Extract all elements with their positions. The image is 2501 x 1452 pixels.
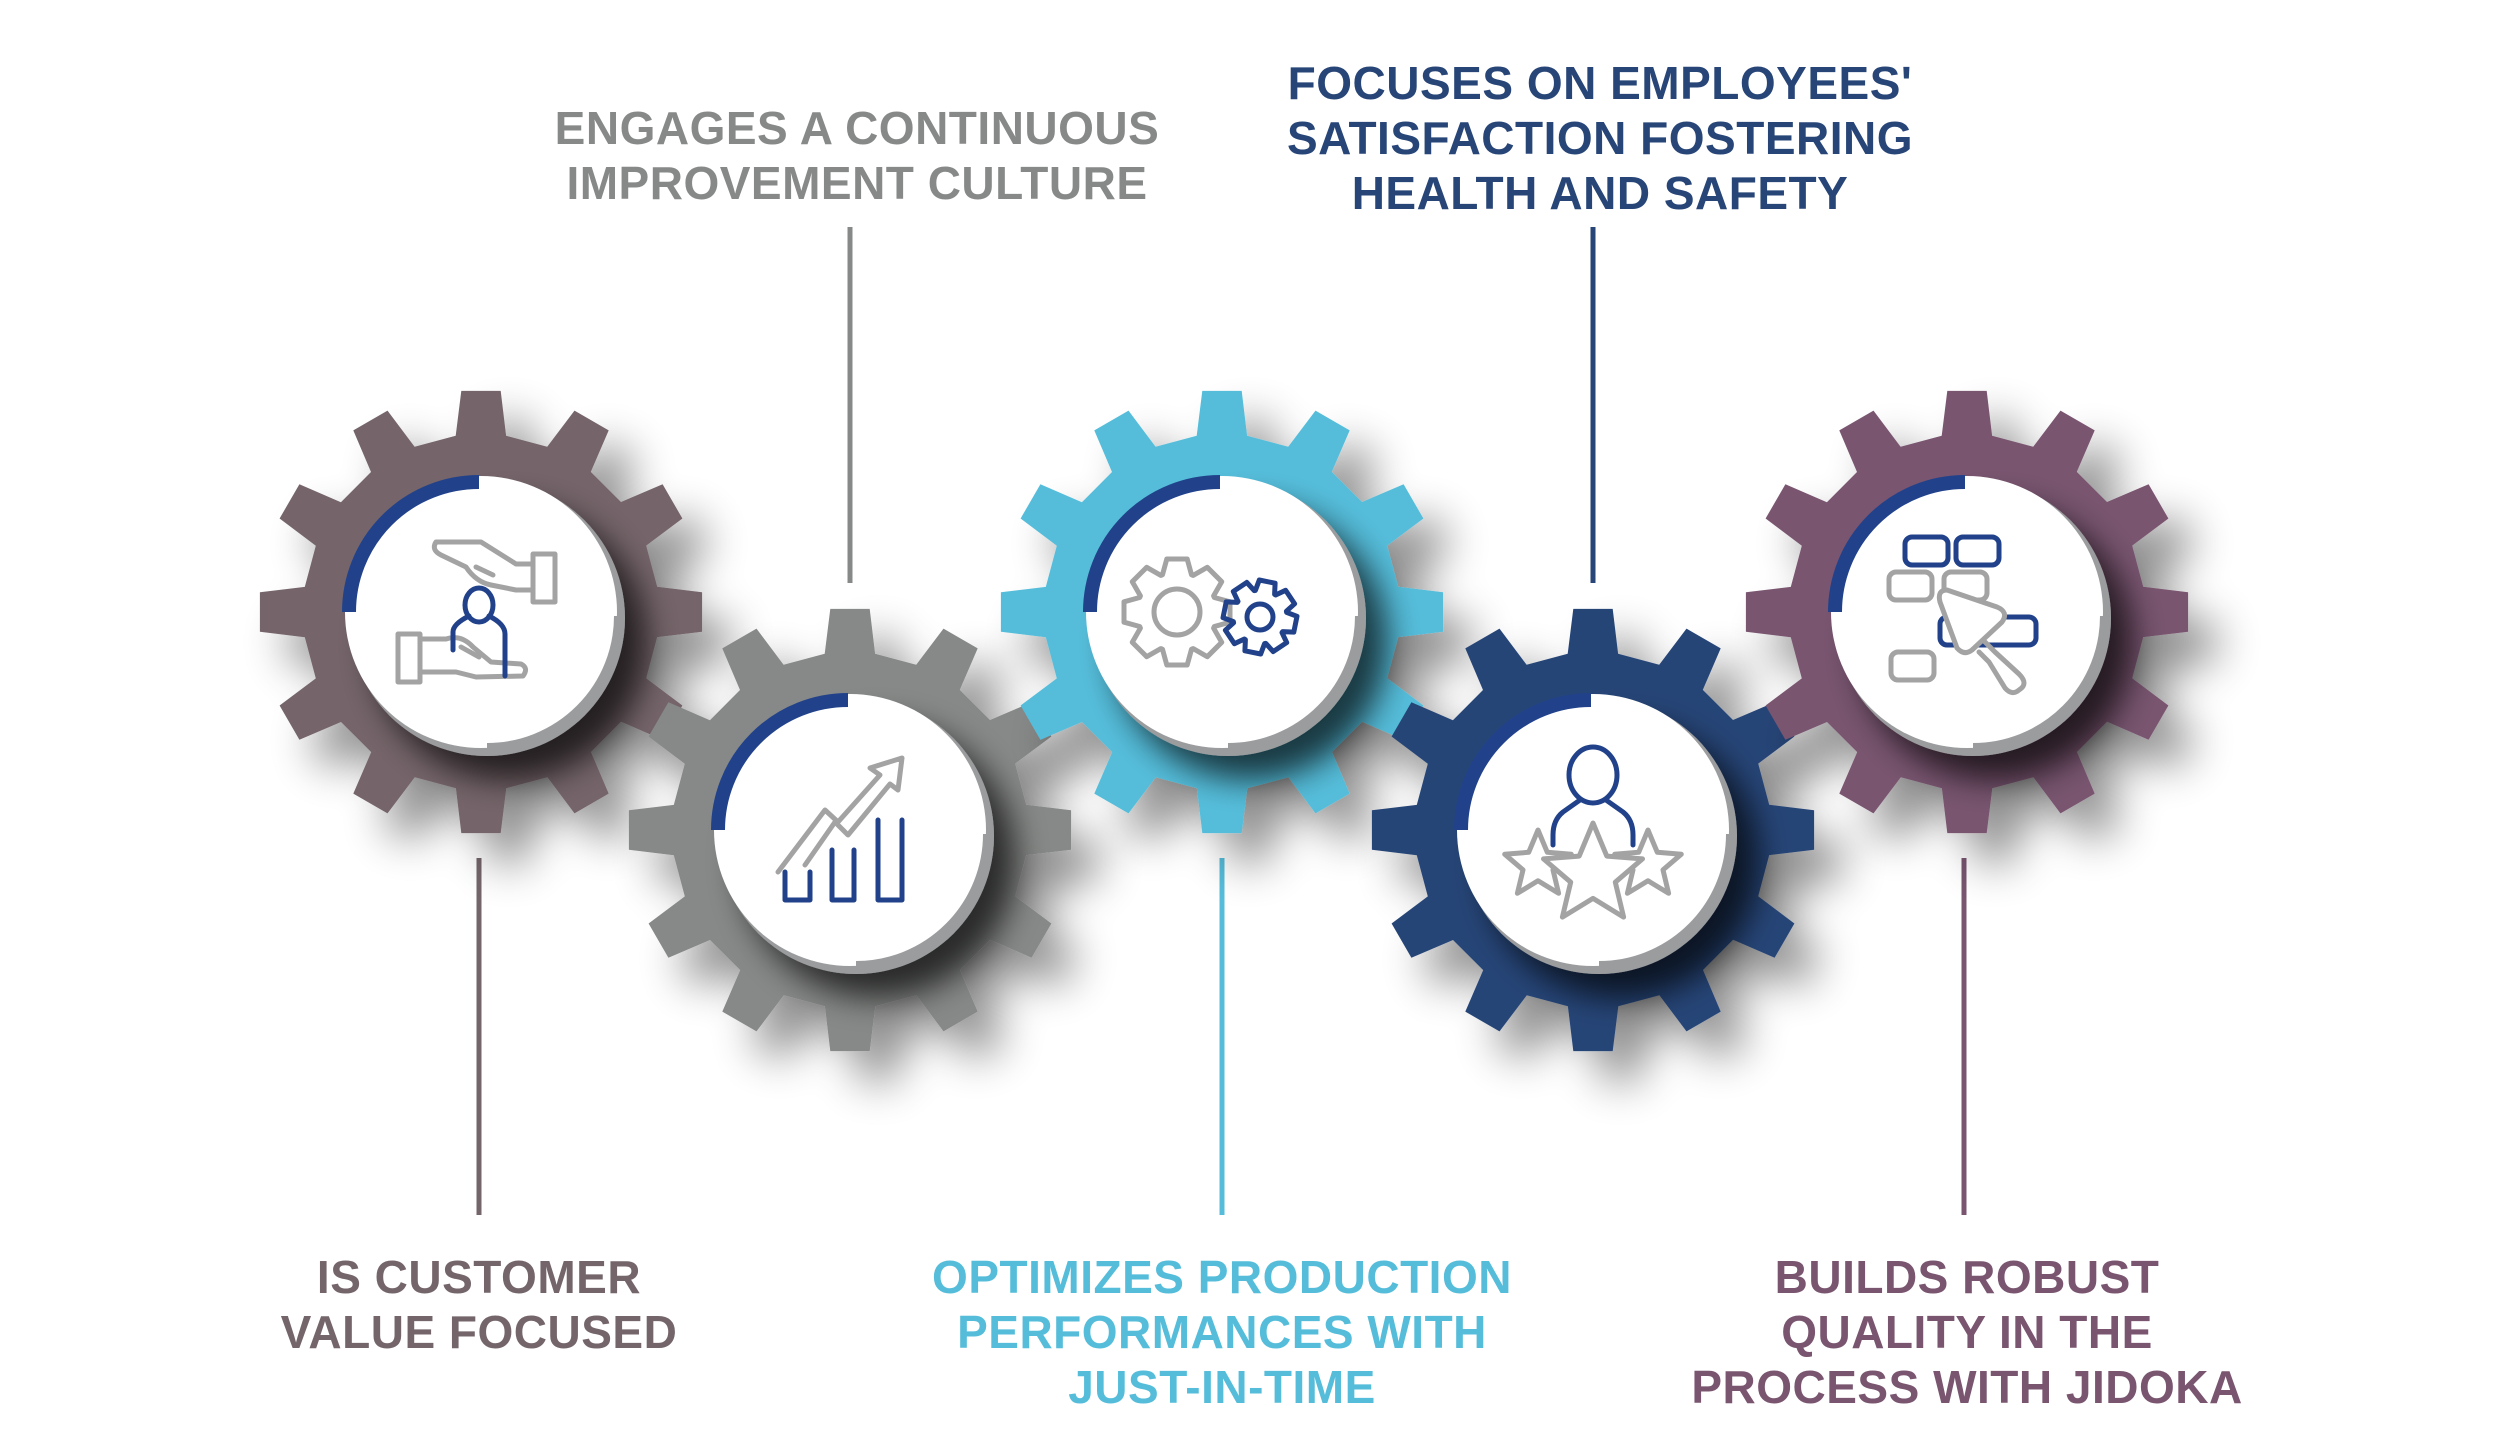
label-line: PERFORMANCES WITH: [957, 1306, 1487, 1358]
person-with-stars-icon: [1502, 744, 1684, 920]
accent-arc: [1083, 475, 1221, 613]
gear-employee-satisfaction: [1371, 608, 1815, 1052]
gear-jidoka: [1745, 390, 2189, 834]
accent-arc: [1828, 475, 1966, 613]
shade-arc: [486, 615, 624, 753]
label-line: OPTIMIZES PRODUCTION: [932, 1251, 1512, 1303]
shade-arc: [855, 833, 993, 971]
label-jidoka: BUILDS ROBUST QUALITY IN THE PROCESS WIT…: [1691, 1250, 2242, 1415]
accent-arc: [342, 475, 480, 613]
accent-arc: [711, 693, 849, 831]
label-line: ENGAGES A CONTINUOUS: [554, 102, 1160, 154]
cogwheels-icon: [1121, 556, 1300, 668]
label-line: QUALITY IN THE: [1781, 1306, 2153, 1358]
label-line: IS CUSTOMER: [316, 1251, 642, 1303]
label-line: VALUE FOCUSED: [280, 1306, 678, 1358]
label-line: BUILDS ROBUST: [1774, 1251, 2160, 1303]
label-line: JUST-IN-TIME: [1068, 1361, 1376, 1413]
label-line: PROCESS WITH JIDOKA: [1691, 1361, 2243, 1413]
label-line: HEALTH AND SAFETY: [1351, 167, 1849, 219]
label-line: IMPROVEMENT CULTURE: [566, 157, 1148, 209]
gear-layer: [259, 390, 2189, 1052]
brick-wall-trowel-icon: [1886, 534, 2039, 696]
hands-protecting-person-icon: [395, 539, 558, 685]
label-customer-value: IS CUSTOMER VALUE FOCUSED: [281, 1250, 678, 1360]
label-continuous-improvement: ENGAGES A CONTINUOUS IMPROVEMENT CULTURE: [555, 101, 1160, 211]
shade-arc: [1227, 615, 1365, 753]
label-just-in-time: OPTIMIZES PRODUCTION PERFORMANCES WITH J…: [932, 1250, 1512, 1415]
shade-arc: [1598, 833, 1736, 971]
connector-lines: [476, 227, 1967, 1215]
gear-continuous-improvement: [628, 608, 1072, 1052]
accent-arc: [1454, 693, 1592, 831]
gear-customer-value: [259, 390, 703, 834]
gear-just-in-time: [1000, 390, 1444, 834]
label-line: FOCUSES ON EMPLOYEES': [1287, 57, 1913, 109]
label-employee-satisfaction: FOCUSES ON EMPLOYEES' SATISFACTION FOSTE…: [1287, 56, 1913, 221]
label-line: SATISFACTION FOSTERING: [1286, 112, 1914, 164]
shade-arc: [1972, 615, 2110, 753]
growth-chart-arrow-icon: [775, 755, 905, 903]
